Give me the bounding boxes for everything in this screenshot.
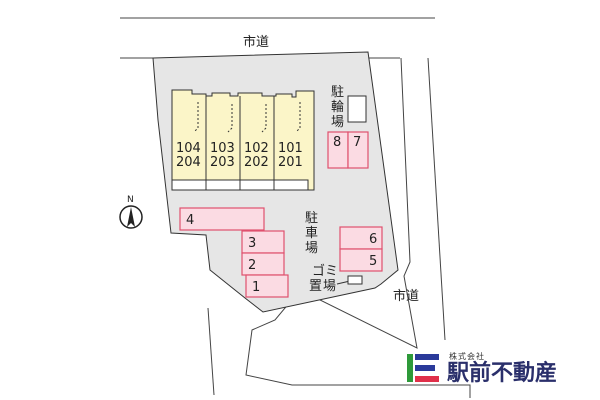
company-logo: 株式会社 駅前不動産 bbox=[405, 348, 557, 388]
parking-label-1: 1 bbox=[252, 280, 260, 295]
unit-204: 204 bbox=[176, 155, 201, 170]
road-edge-east-outer bbox=[427, 57, 446, 341]
parking-space-1 bbox=[245, 274, 289, 298]
parking-label-8: 8 bbox=[333, 135, 341, 150]
unit-101: 101 bbox=[278, 141, 303, 156]
bicycle-parking-char-3: 場 bbox=[331, 115, 344, 130]
car-parking-char-1: 駐 bbox=[305, 211, 318, 226]
road-label-north: 市道 bbox=[243, 34, 269, 50]
parking-label-5: 5 bbox=[369, 254, 377, 269]
bicycle-parking-area bbox=[347, 95, 367, 123]
parking-label-4: 4 bbox=[186, 213, 194, 228]
garbage-area bbox=[347, 275, 363, 285]
garbage-char-1: ゴ bbox=[312, 263, 325, 279]
apartment-building bbox=[171, 89, 315, 191]
parking-label-2: 2 bbox=[248, 258, 256, 273]
company-name: 駅前不動産 bbox=[447, 360, 558, 386]
road-edge-east-inner bbox=[245, 57, 471, 398]
parking-label-7: 7 bbox=[353, 135, 361, 150]
lot-boundary-southwest bbox=[207, 307, 215, 396]
bicycle-parking-char-2: 輪 bbox=[331, 99, 344, 115]
compass-label: N bbox=[127, 195, 134, 205]
unit-103: 103 bbox=[210, 141, 235, 156]
company-type-label: 株式会社 bbox=[449, 351, 485, 361]
garbage-char-4: 場 bbox=[323, 279, 336, 294]
bicycle-parking-char-1: 駐 bbox=[331, 85, 344, 100]
unit-202: 202 bbox=[244, 155, 269, 170]
logo-mark-icon bbox=[405, 350, 441, 386]
unit-104: 104 bbox=[176, 141, 201, 156]
garbage-char-3: 置 bbox=[309, 279, 322, 294]
compass-icon: N bbox=[119, 195, 143, 229]
parking-label-3: 3 bbox=[248, 236, 256, 251]
parking-label-6: 6 bbox=[369, 232, 377, 247]
car-parking-char-2: 車 bbox=[305, 226, 318, 241]
parking-space-5 bbox=[339, 248, 383, 272]
road-label-east: 市道 bbox=[393, 288, 419, 304]
garbage-char-2: ミ bbox=[325, 264, 338, 279]
unit-201: 201 bbox=[278, 155, 303, 170]
parking-space-7 bbox=[347, 131, 369, 169]
parking-space-4 bbox=[179, 207, 265, 231]
unit-102: 102 bbox=[244, 141, 269, 156]
car-parking-char-3: 場 bbox=[305, 241, 318, 256]
unit-203: 203 bbox=[210, 155, 235, 170]
